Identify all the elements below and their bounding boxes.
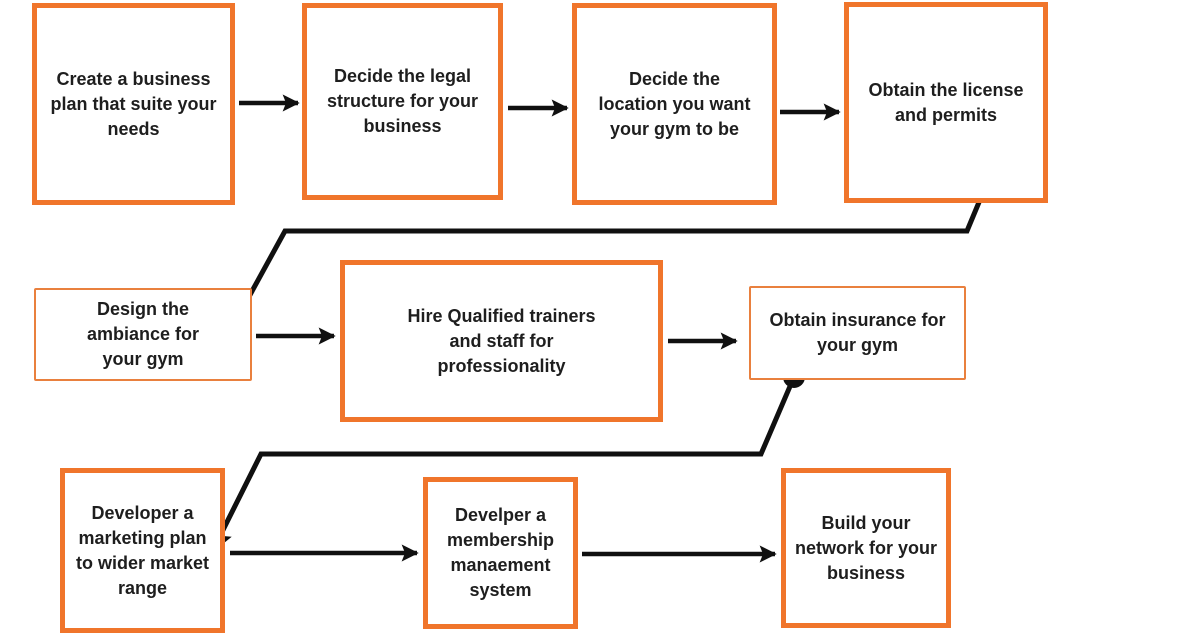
flow-step-label: Decide the location you want your gym to… (598, 68, 751, 139)
flow-step-label: Decide the legal structure for your busi… (326, 66, 479, 136)
flow-step-license-permits: Obtain the license and permits (844, 2, 1048, 203)
flow-step-label: Build your network for your business (794, 512, 937, 583)
flow-step-label: Developer a marketing plan to wider mark… (75, 502, 210, 598)
flow-step-label: Create a business plan that suite your n… (50, 68, 217, 139)
flow-step-insurance: Obtain insurance for your gym (749, 286, 966, 380)
flow-step-label: Develper a membership manaement system (446, 505, 555, 600)
flow-step-label: Hire Qualified trainers and staff for pr… (407, 305, 596, 376)
flow-step-location: Decide the location you want your gym to… (572, 3, 777, 205)
flow-step-trainers-staff: Hire Qualified trainers and staff for pr… (340, 260, 663, 422)
flow-step-business-plan: Create a business plan that suite your n… (32, 3, 235, 205)
flow-step-ambiance: Design the ambiance for your gym (34, 288, 252, 381)
flow-step-marketing-plan: Developer a marketing plan to wider mark… (60, 468, 225, 633)
flow-step-legal-structure: Decide the legal structure for your busi… (302, 3, 503, 200)
flow-step-label: Obtain the license and permits (868, 79, 1024, 125)
flow-step-membership-system: Develper a membership manaement system (423, 477, 578, 629)
flow-step-network: Build your network for your business (781, 468, 951, 628)
flow-step-label: Design the ambiance for your gym (86, 299, 200, 369)
flow-step-label: Obtain insurance for your gym (769, 310, 946, 355)
